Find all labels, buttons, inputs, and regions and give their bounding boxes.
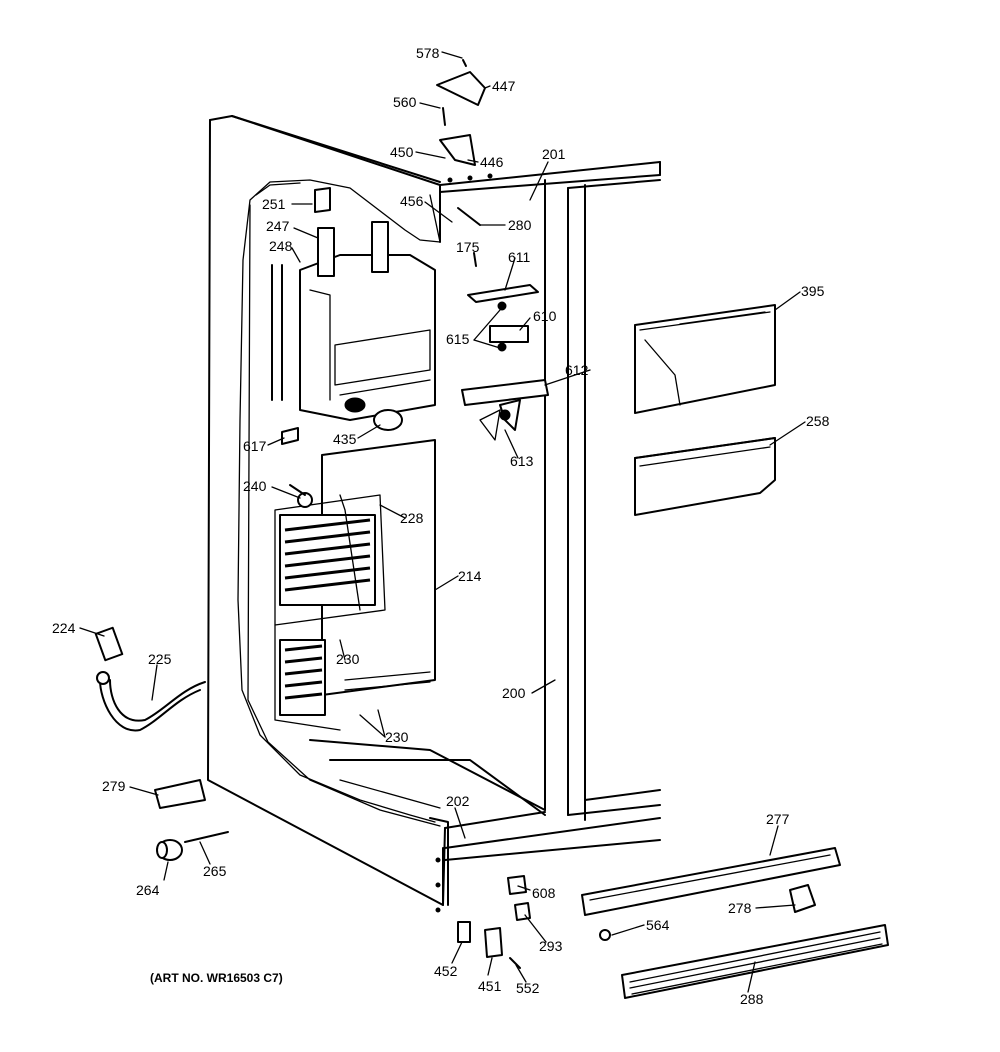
label-279: 279 xyxy=(102,778,126,794)
label-247: 247 xyxy=(266,218,290,234)
label-611: 611 xyxy=(508,249,531,265)
label-175: 175 xyxy=(456,239,480,255)
label-456: 456 xyxy=(400,193,424,209)
label-277: 277 xyxy=(766,811,790,827)
label-560: 560 xyxy=(393,94,417,110)
label-617: 617 xyxy=(243,438,267,454)
art-number-caption: (ART NO. WR16503 C7) xyxy=(150,971,283,985)
label-230-upper: 230 xyxy=(336,651,360,667)
label-251: 251 xyxy=(262,196,286,212)
panel-395 xyxy=(634,304,776,414)
label-615: 615 xyxy=(446,331,470,347)
label-395: 395 xyxy=(801,283,825,299)
bottom-small-parts xyxy=(457,875,611,969)
label-288: 288 xyxy=(740,991,764,1007)
label-610: 610 xyxy=(533,308,557,324)
part-number-labels: 578 447 560 450 446 201 456 280 251 247 … xyxy=(52,45,830,1007)
label-258: 258 xyxy=(806,413,830,429)
label-240: 240 xyxy=(243,478,267,494)
cabinet xyxy=(207,115,661,913)
label-225: 225 xyxy=(148,651,172,667)
label-265: 265 xyxy=(203,863,227,879)
panel-258 xyxy=(634,437,776,516)
label-451: 451 xyxy=(478,978,502,994)
water-line-parts xyxy=(94,626,206,732)
bracket-279 xyxy=(154,779,206,809)
label-613: 613 xyxy=(510,453,534,469)
label-612: 612 xyxy=(565,362,589,378)
roller-264-265 xyxy=(156,831,229,861)
evaporator-coil xyxy=(274,439,436,731)
fan-assembly xyxy=(461,284,549,441)
label-435: 435 xyxy=(333,431,357,447)
label-200: 200 xyxy=(502,685,526,701)
label-564: 564 xyxy=(646,917,670,933)
evaporator-housing xyxy=(299,221,436,431)
label-446: 446 xyxy=(480,154,504,170)
label-230-lower: 230 xyxy=(385,729,409,745)
label-224: 224 xyxy=(52,620,76,636)
rail-277 xyxy=(581,847,841,916)
label-280: 280 xyxy=(508,217,532,233)
left-parts xyxy=(271,187,331,508)
label-452: 452 xyxy=(434,963,458,979)
label-202: 202 xyxy=(446,793,470,809)
leader-lines xyxy=(79,51,806,993)
label-201: 201 xyxy=(542,146,566,162)
label-278: 278 xyxy=(728,900,752,916)
label-552: 552 xyxy=(516,980,540,996)
label-450: 450 xyxy=(390,144,414,160)
label-214: 214 xyxy=(458,568,482,584)
label-264: 264 xyxy=(136,882,160,898)
label-608: 608 xyxy=(532,885,556,901)
label-578: 578 xyxy=(416,45,440,61)
label-447: 447 xyxy=(492,78,516,94)
label-293: 293 xyxy=(539,938,563,954)
label-228: 228 xyxy=(400,510,424,526)
label-248: 248 xyxy=(269,238,293,254)
